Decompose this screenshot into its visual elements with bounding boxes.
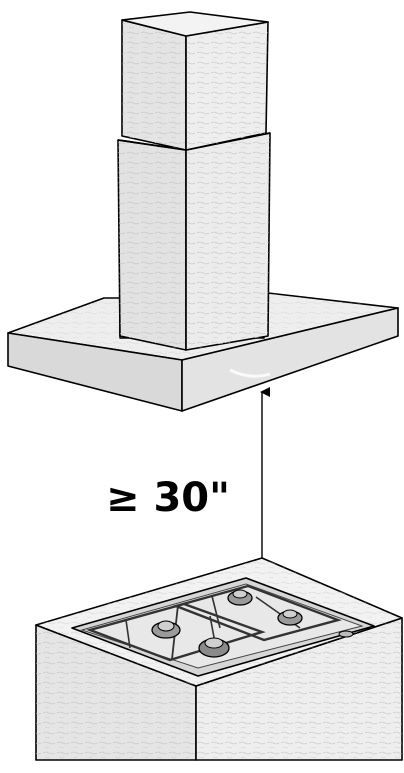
clearance-label: ≥ 30" [106, 475, 230, 521]
cooktop-icon [71, 577, 375, 677]
range-hood [7, 11, 399, 412]
hood-canopy-side [181, 307, 399, 412]
range-hood-chimney-icon [117, 11, 271, 351]
gas-burner-icon [151, 589, 303, 658]
